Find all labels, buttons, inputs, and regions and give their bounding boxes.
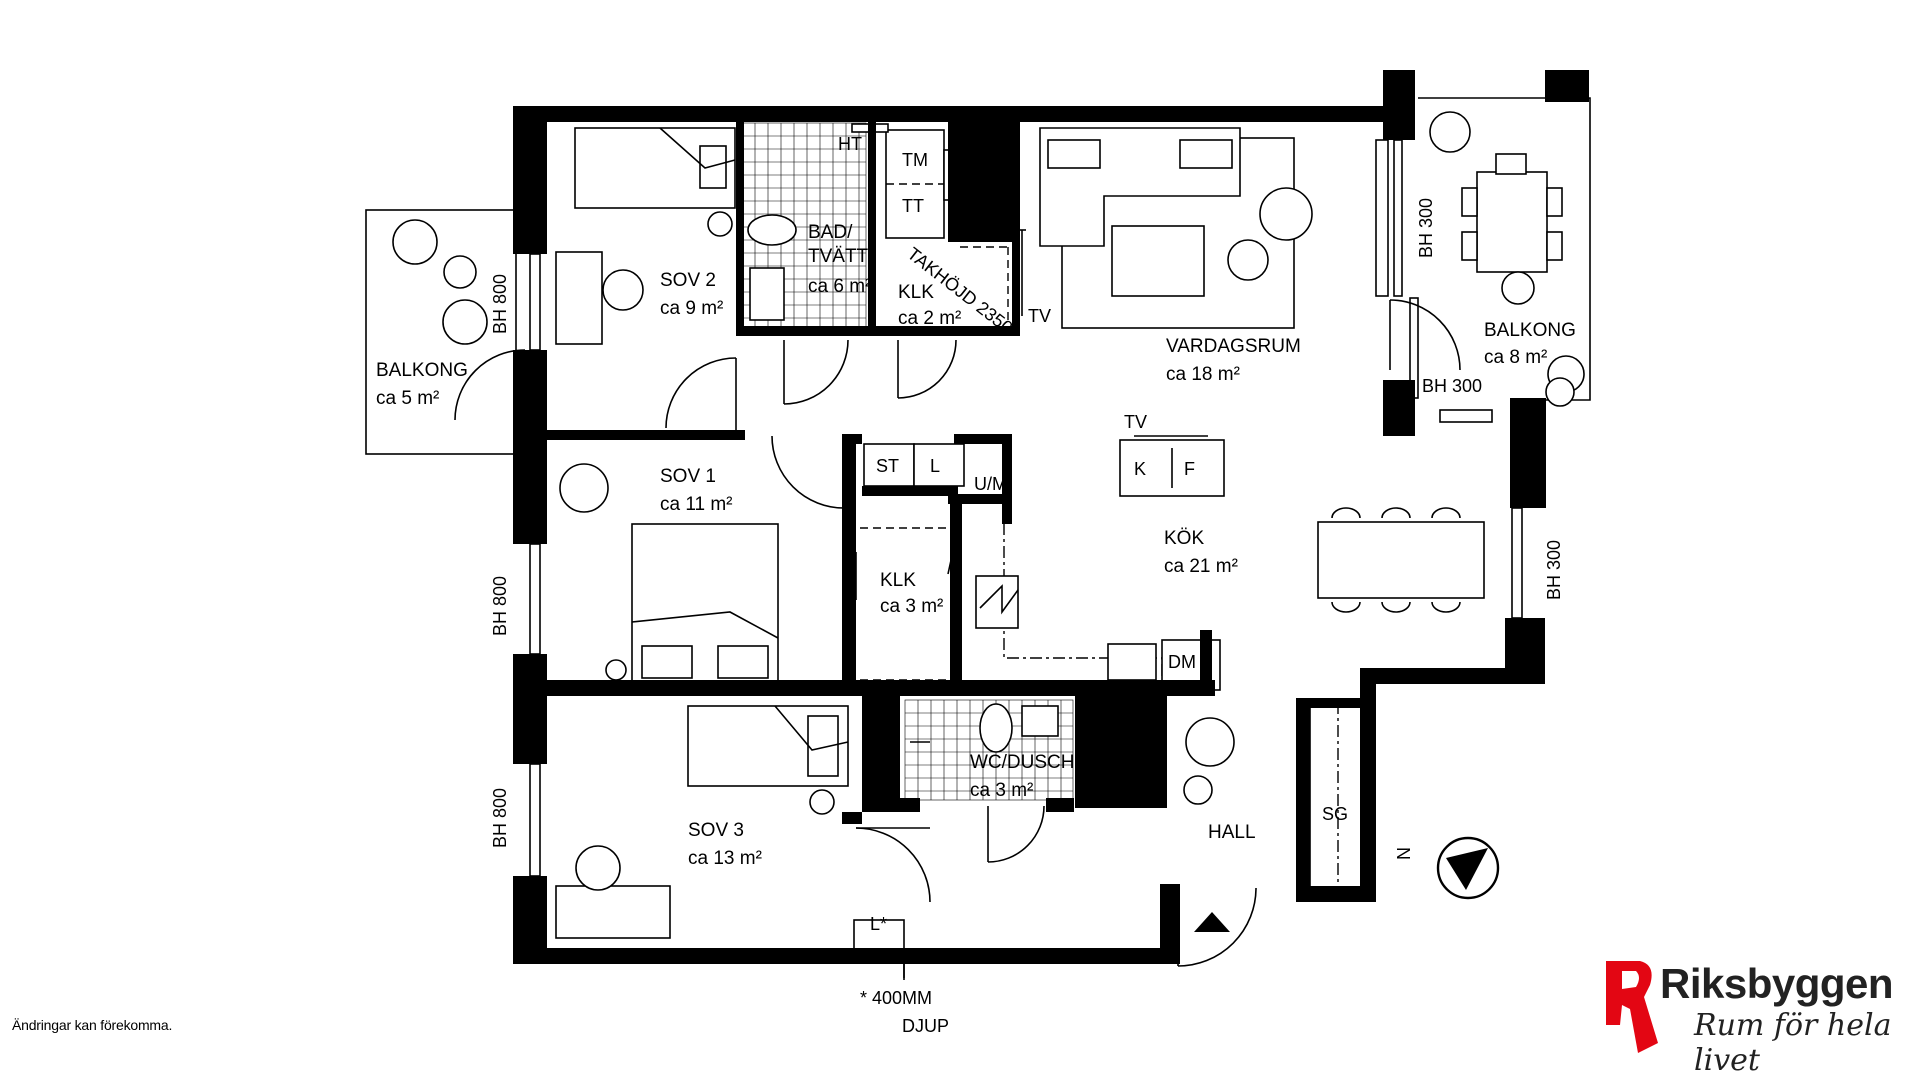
brand-slogan: Rum för hela livet: [1694, 1008, 1892, 1078]
washbasin: [749, 267, 785, 321]
room-name: KLK: [898, 282, 934, 303]
room-area: ca 9 m²: [660, 298, 723, 319]
room-name: SOV 2: [660, 270, 716, 291]
kitchen-sink: [1107, 643, 1157, 681]
room-area: ca 2 m²: [898, 308, 961, 329]
room-name: WC/DUSCH: [970, 752, 1075, 773]
armchair-sov1: [559, 463, 609, 513]
windows: [529, 139, 1523, 877]
disclaimer: Ändringar kan förekomma.: [12, 1017, 173, 1033]
label-tv-kitchen: TV: [1124, 412, 1147, 432]
label-bh800: BH 800: [490, 274, 510, 334]
cushion: [1179, 139, 1233, 169]
wc-toilet2: [979, 703, 1013, 753]
label-bh300: BH 300: [1544, 540, 1564, 600]
footnote-depth-unit: DJUP: [902, 1016, 949, 1036]
closet-l: [913, 443, 965, 487]
closet-l-star: [853, 919, 905, 951]
north-arrow: [1436, 836, 1500, 900]
label-tm: TM: [902, 150, 928, 170]
walls: [513, 70, 1589, 964]
label-bh300: BH 300: [1422, 376, 1482, 396]
label-dm: DM: [1168, 652, 1196, 672]
balcony-table: [1476, 171, 1548, 273]
room-area: ca 3 m²: [970, 780, 1033, 801]
armchair: [1259, 187, 1313, 241]
room-name: SOV 3: [688, 820, 744, 841]
riksbyggen-logo-icon: [1606, 961, 1658, 1053]
room-area: ca 5 m²: [376, 388, 439, 409]
entrance-marker: [1194, 912, 1230, 932]
room-name: BALKONG: [376, 360, 468, 381]
desk-sov2: [555, 251, 603, 345]
label-f: F: [1184, 459, 1195, 479]
label-st: ST: [876, 456, 899, 476]
label-l-star: L*: [870, 914, 887, 934]
desk-sov3: [555, 885, 671, 939]
stove: [975, 575, 1019, 629]
balcony-chair: [1429, 111, 1471, 153]
room-area: ca 11 m²: [660, 494, 733, 515]
bed-sov2: [574, 127, 736, 209]
side-table: [1227, 239, 1269, 281]
label-um: U/M: [974, 474, 1007, 494]
room-area: ca 3 m²: [880, 596, 943, 617]
label-tt: TT: [902, 196, 924, 216]
label-l: L: [930, 456, 940, 476]
balcony-chair: [392, 219, 438, 265]
room-name: KÖK: [1164, 528, 1204, 549]
chair-sov2: [602, 269, 644, 311]
room-name: VARDAGSRUM: [1166, 336, 1301, 357]
dining-table: [1317, 521, 1485, 599]
label-k: K: [1134, 459, 1146, 479]
cushion: [1047, 139, 1101, 169]
label-bh800: BH 800: [490, 788, 510, 848]
label-north: N: [1394, 847, 1414, 860]
label-tv-living: TV: [1028, 306, 1051, 326]
room-name: TVÄTT: [808, 246, 869, 267]
room-area: ca 8 m²: [1484, 347, 1547, 368]
balcony-west: [365, 209, 517, 455]
wc-basin: [1021, 705, 1059, 737]
room-name: HALL: [1208, 822, 1256, 843]
room-area: ca 13 m²: [688, 848, 762, 869]
dining-chairs: [1331, 507, 1461, 613]
room-name: SOV 1: [660, 466, 716, 487]
chair-sov3: [575, 845, 621, 891]
balcony-chair: [442, 299, 488, 345]
room-area: ca 6 m²: [808, 276, 871, 297]
coffee-table: [1111, 225, 1205, 297]
footnote-depth: * 400MM: [860, 988, 932, 1008]
hall-chair: [1185, 717, 1235, 767]
room-area: ca 18 m²: [1166, 364, 1240, 385]
label-sg: SG: [1322, 804, 1348, 824]
brand-name: Riksbyggen: [1660, 960, 1894, 1007]
label-ht: HT: [838, 134, 862, 154]
room-name: BALKONG: [1484, 320, 1576, 341]
label-bh800: BH 800: [490, 576, 510, 636]
door-swings: [454, 299, 1461, 980]
label-bh300: BH 300: [1416, 198, 1436, 258]
room-name: KLK: [880, 570, 916, 591]
room-area: ca 21 m²: [1164, 556, 1238, 577]
wc-toilet: [747, 214, 797, 246]
room-name: BAD/: [808, 222, 853, 243]
